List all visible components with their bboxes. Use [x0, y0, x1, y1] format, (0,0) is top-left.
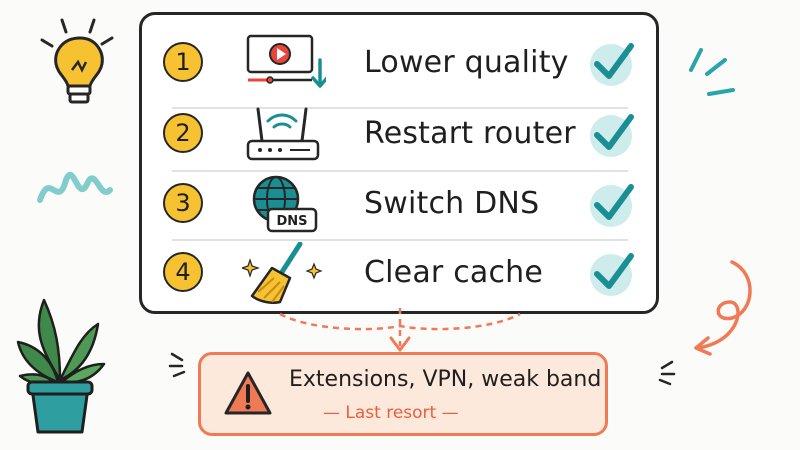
step-number-badge: 2 [163, 113, 203, 153]
step-row-4: 4 Clear cache [142, 239, 662, 309]
step-row-1: 1 Lower quality [142, 29, 662, 99]
wifi-router-icon [246, 107, 320, 161]
scribble-decoration [37, 171, 113, 203]
check-icon [590, 184, 634, 227]
step-number-badge: 1 [163, 42, 203, 82]
step-label: Clear cache [364, 255, 544, 290]
step-row-3: 3 DNS Switch DNS [142, 170, 662, 240]
burst-decoration-left [168, 352, 186, 378]
last-resort-box: Extensions, VPN, weak band — Last resort… [198, 352, 608, 436]
broom-sparkle-icon [242, 242, 323, 304]
step-row-2: 2 Restart router [142, 100, 662, 170]
globe-dns-icon: DNS [252, 175, 318, 233]
row-divider [172, 170, 628, 172]
step-label: Lower quality [364, 45, 569, 80]
last-resort-subtitle: — Last resort — [323, 403, 459, 423]
row-divider [172, 107, 628, 109]
curved-arrow-icon [694, 260, 752, 356]
lightbulb-icon [40, 18, 114, 104]
video-player-download-icon [246, 34, 326, 88]
warning-icon [224, 371, 272, 415]
dns-badge-text: DNS [276, 214, 307, 229]
step-number-badge: 4 [163, 252, 203, 292]
row-divider [172, 239, 628, 241]
burst-decoration-right [658, 360, 676, 386]
check-icon [590, 114, 634, 157]
checklist-card: 1 Lower quality 2 [139, 12, 659, 314]
spark-decoration [689, 48, 735, 96]
check-icon [590, 43, 634, 86]
step-label: Restart router [364, 116, 576, 151]
last-resort-title: Extensions, VPN, weak band [289, 367, 602, 392]
check-icon [590, 253, 634, 296]
potted-plant-icon [16, 298, 106, 434]
dashed-connector-arrow [279, 308, 521, 352]
step-number-badge: 3 [163, 183, 203, 223]
step-label: Switch DNS [364, 186, 540, 221]
